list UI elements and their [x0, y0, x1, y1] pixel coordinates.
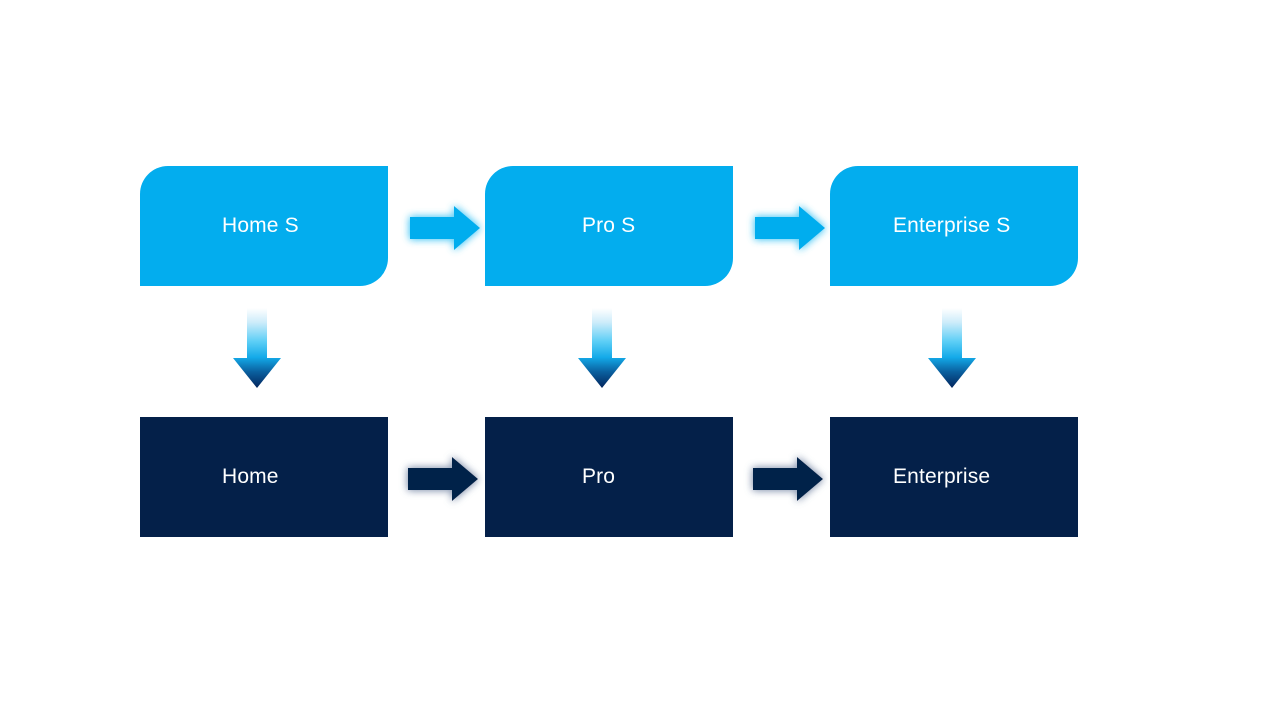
arrow-right-icon [755, 206, 825, 250]
node-home-s[interactable]: Home S [140, 166, 388, 286]
connector-pro-s-to-pro [576, 308, 628, 390]
connector-enterprise-s-to-enterprise [926, 308, 978, 390]
node-pro-s[interactable]: Pro S [485, 166, 733, 286]
arrow-down-icon [928, 308, 976, 388]
connector-home-s-to-pro-s [406, 203, 484, 253]
node-enterprise-s[interactable]: Enterprise S [830, 166, 1078, 286]
node-label-home: Home [222, 465, 279, 489]
connector-pro-s-to-enterprise-s [751, 203, 829, 253]
arrow-right-icon [408, 457, 478, 501]
node-home[interactable]: Home [140, 417, 388, 537]
node-label-pro-s: Pro S [582, 214, 636, 238]
arrow-down-icon [233, 308, 281, 388]
connector-home-to-pro [404, 454, 482, 504]
node-label-pro: Pro [582, 465, 616, 489]
node-label-home-s: Home S [222, 214, 299, 238]
arrow-down-icon [578, 308, 626, 388]
arrow-right-icon [410, 206, 480, 250]
node-label-enterprise: Enterprise [893, 465, 991, 489]
node-pro[interactable]: Pro [485, 417, 733, 537]
connector-pro-to-enterprise [749, 454, 827, 504]
connector-home-s-to-home [231, 308, 283, 390]
node-label-enterprise-s: Enterprise S [893, 214, 1011, 238]
arrow-right-icon [753, 457, 823, 501]
node-enterprise[interactable]: Enterprise [830, 417, 1078, 537]
